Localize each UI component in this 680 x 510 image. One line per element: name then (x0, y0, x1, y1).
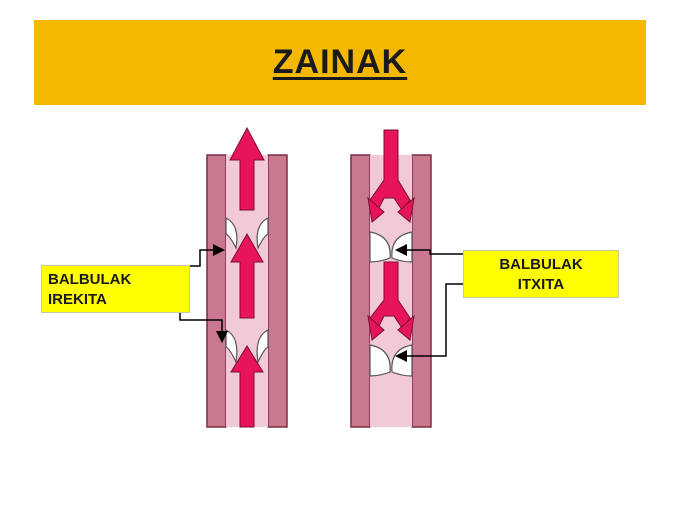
vein-wall-left (351, 155, 370, 427)
label-valves-closed-line2: ITXITA (470, 275, 612, 295)
vein-open (207, 128, 287, 427)
label-valves-open: BALBULAK IREKITA (41, 265, 190, 313)
vein-wall-left (207, 155, 226, 427)
vein-wall-right (412, 155, 431, 427)
label-valves-open-line2: IREKITA (48, 290, 183, 310)
label-valves-closed: BALBULAK ITXITA (463, 250, 619, 298)
label-valves-closed-line1: BALBULAK (470, 255, 612, 275)
vein-wall-right (268, 155, 287, 427)
label-valves-open-line1: BALBULAK (48, 270, 183, 290)
vein-closed (351, 130, 431, 427)
